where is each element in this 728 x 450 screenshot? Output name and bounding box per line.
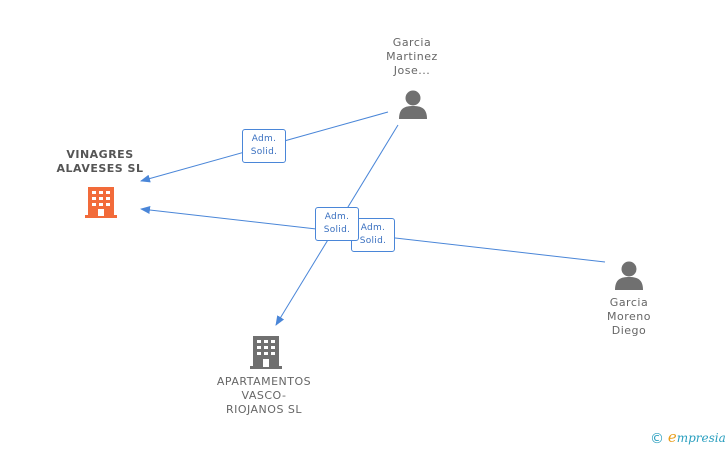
edge-label-badge[interactable]: Adm. Solid. bbox=[315, 207, 359, 241]
person-label-garcia-martinez[interactable]: Garcia Martinez Jose... bbox=[370, 36, 454, 78]
empresia-logo-initial: e bbox=[667, 428, 677, 446]
person-name-line2: Moreno bbox=[607, 310, 651, 323]
person-icon-garcia-moreno[interactable] bbox=[615, 260, 643, 290]
badge-line1: Adm. bbox=[360, 223, 386, 233]
company-name-line2: ALAVESES SL bbox=[56, 162, 144, 175]
badge-line1: Adm. bbox=[251, 134, 277, 144]
edge-label-badge[interactable]: Adm. Solid. bbox=[242, 129, 286, 163]
person-name-line3: Jose... bbox=[393, 64, 431, 77]
company-label-vinagres[interactable]: VINAGRES ALAVESES SL bbox=[40, 148, 160, 176]
building-icon-vinagres[interactable] bbox=[85, 186, 117, 218]
company-name-line1: VINAGRES bbox=[66, 148, 134, 161]
building-icon-apartamentos[interactable] bbox=[250, 335, 282, 369]
person-name-line3: Diego bbox=[611, 324, 647, 337]
person-name-line1: Garcia bbox=[392, 36, 432, 49]
badge-line1: Adm. bbox=[324, 212, 350, 222]
empresia-copyright: © empresia bbox=[650, 428, 726, 447]
company-name-line2: VASCO- bbox=[241, 389, 287, 402]
badge-line2: Solid. bbox=[323, 225, 351, 235]
person-name-line2: Martinez bbox=[386, 50, 438, 63]
company-label-apartamentos[interactable]: APARTAMENTOS VASCO- RIOJANOS SL bbox=[203, 375, 325, 417]
person-name-line1: Garcia bbox=[609, 296, 649, 309]
badge-line2: Solid. bbox=[359, 236, 387, 246]
person-label-garcia-moreno[interactable]: Garcia Moreno Diego bbox=[587, 296, 671, 338]
company-name-line1: APARTAMENTOS bbox=[216, 375, 312, 388]
empresia-logo-text: mpresia bbox=[676, 431, 726, 445]
person-icon-garcia-martinez[interactable] bbox=[399, 89, 427, 119]
company-name-line3: RIOJANOS SL bbox=[225, 403, 303, 416]
badge-line2: Solid. bbox=[250, 147, 278, 157]
copyright-symbol: © bbox=[650, 431, 664, 447]
